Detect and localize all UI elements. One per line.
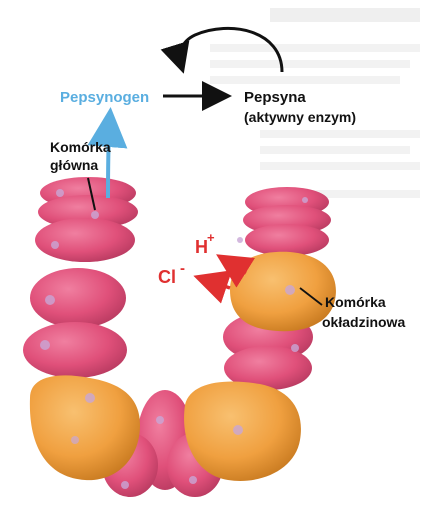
cell-nucleus xyxy=(233,425,243,435)
cell-nucleus xyxy=(156,416,164,424)
cell-nucleus xyxy=(302,197,308,203)
cell-nucleus xyxy=(51,241,59,249)
pink-cell xyxy=(35,218,135,262)
label-aktywny-enzym: (aktywny enzym) xyxy=(244,109,356,125)
left-cell-column xyxy=(23,177,138,378)
label-pepsyna: Pepsyna xyxy=(244,89,306,106)
background-text-lines xyxy=(210,8,420,198)
label-komorka-okladzinowa-line2: okładzinowa xyxy=(322,314,405,330)
pink-cell xyxy=(30,268,126,328)
label-cl-charge: - xyxy=(180,260,185,277)
cell-nucleus xyxy=(85,393,95,403)
cell-nucleus xyxy=(91,211,99,219)
cell-nucleus xyxy=(237,237,243,243)
label-h-charge: + xyxy=(207,230,215,245)
cell-nucleus xyxy=(189,476,197,484)
label-cl-ion: Cl xyxy=(158,267,176,287)
label-pepsynogen: Pepsynogen xyxy=(60,89,149,106)
secretion-arrow-blue xyxy=(108,115,110,198)
orange-cell-right-middle xyxy=(230,252,336,331)
pink-cell xyxy=(245,224,329,256)
cell-nucleus xyxy=(56,189,64,197)
orange-cell-bottom-left xyxy=(30,375,140,480)
cell-nucleus xyxy=(291,344,299,352)
cell-nucleus xyxy=(121,481,129,489)
pink-cell xyxy=(23,322,127,378)
label-komorka-okladzinowa-line1: Komórka xyxy=(325,294,386,310)
cl-ion-arrow xyxy=(200,278,230,288)
cell-nucleus xyxy=(40,340,50,350)
label-komorka-glowna-line2: główna xyxy=(50,157,98,173)
cell-nucleus xyxy=(285,285,295,295)
label-komorka-glowna-line1: Komórka xyxy=(50,139,111,155)
cell-nucleus xyxy=(71,436,79,444)
cell-nucleus xyxy=(45,295,55,305)
